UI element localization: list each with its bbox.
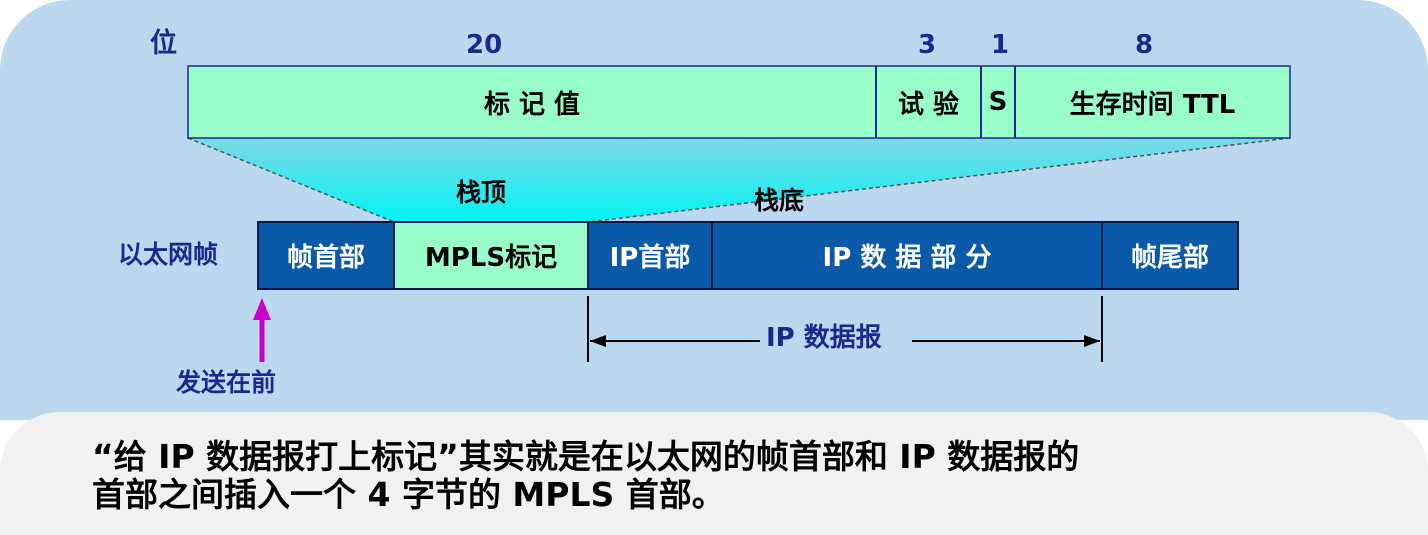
field-ttl: 生存时间 TTL	[1069, 89, 1236, 120]
ethernet-frame-label: 以太网帧	[118, 240, 219, 269]
bit-label: 位	[150, 28, 177, 59]
frame-trailer-cell: 帧尾部	[1130, 243, 1209, 273]
stack-bottom-label: 栈底	[754, 186, 805, 215]
mpls-label-cell-bg	[393, 221, 589, 290]
width-label-ttl-field: 8	[1135, 30, 1154, 60]
datagram-arrowhead-left	[590, 335, 606, 347]
field-experimental: 试 验	[897, 89, 960, 120]
width-label-s-field: 1	[991, 30, 1010, 60]
width-label-label-field: 20	[466, 30, 503, 60]
diagram-canvas	[187, 65, 1291, 362]
expansion-funnel	[188, 138, 1290, 222]
caption-line-2: 首部之间插入一个 4 字节的 MPLS 首部。	[92, 475, 725, 514]
mpls-header-bar	[187, 65, 1291, 139]
width-label-exp-field: 3	[918, 30, 937, 60]
ip-data-cell: IP 数 据 部 分	[822, 243, 992, 273]
send-first-arrowhead	[253, 298, 271, 320]
ip-header-cell: IP首部	[609, 243, 691, 273]
caption-panel	[0, 412, 1428, 535]
datagram-arrowhead-right	[1084, 335, 1100, 347]
funnel-left-edge	[187, 137, 395, 223]
mpls-label-cell: MPLS标记	[424, 243, 558, 273]
caption: “给 IP 数据报打上标记”其实就是在以太网的帧首部和 IP 数据报的 首部之间…	[92, 438, 1079, 514]
field-s-bit: S	[988, 87, 1008, 117]
funnel-right-edge	[587, 137, 1291, 223]
ip-datagram-label: IP 数据报	[766, 323, 882, 353]
stack-top-label: 栈顶	[456, 178, 507, 207]
field-label-value: 标 记 值	[483, 89, 581, 120]
frame-header-cell: 帧首部	[286, 243, 365, 273]
caption-line-1: “给 IP 数据报打上标记”其实就是在以太网的帧首部和 IP 数据报的	[92, 437, 1080, 476]
send-first-label: 发送在前	[176, 368, 277, 397]
